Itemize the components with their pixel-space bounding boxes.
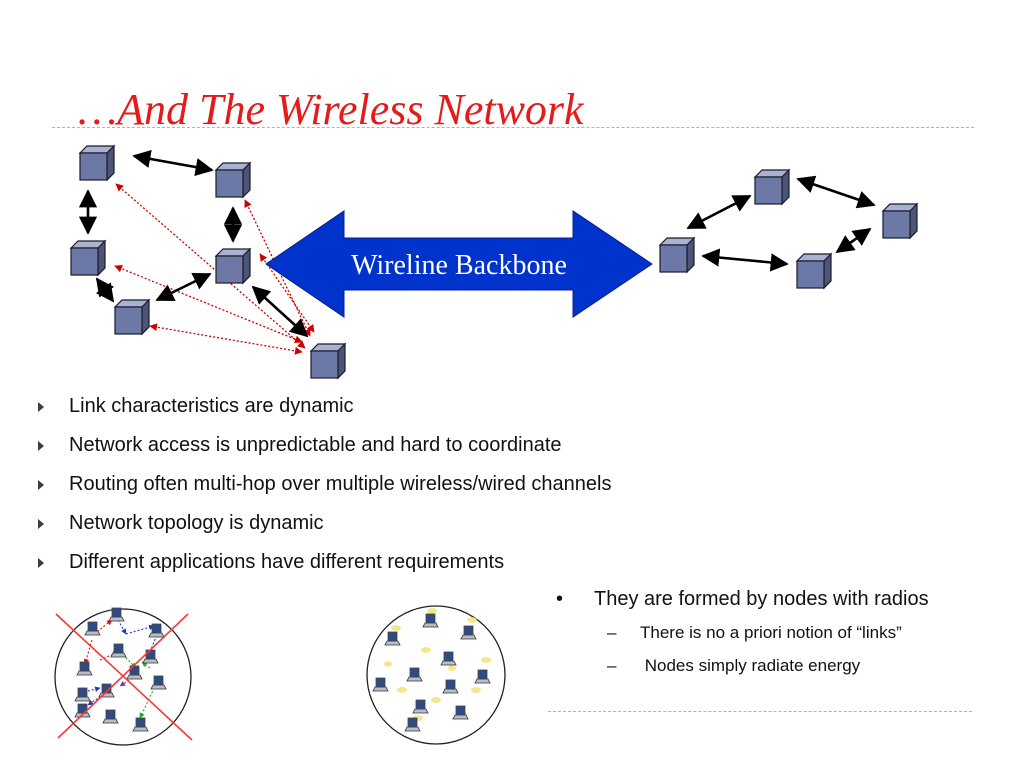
wired-link xyxy=(835,227,872,254)
wired-link xyxy=(686,194,752,230)
backbone-double-arrow xyxy=(265,210,653,318)
bullet-item: Different applications have different re… xyxy=(38,546,611,585)
node-cube xyxy=(659,237,695,273)
bullet-marker-icon xyxy=(38,558,44,568)
node-cube xyxy=(215,248,251,284)
bottom-divider xyxy=(548,711,972,712)
cross-out-line xyxy=(57,613,189,739)
bullet-marker-icon xyxy=(38,519,44,529)
bullet-item: Routing often multi-hop over multiple wi… xyxy=(38,468,611,507)
bullet-list: Link characteristics are dynamic Network… xyxy=(38,390,611,585)
slide-title: …And The Wireless Network xyxy=(78,85,584,134)
dash-marker: – xyxy=(607,623,617,642)
node-cube xyxy=(114,299,150,335)
node-cube xyxy=(882,203,918,239)
wired-link xyxy=(155,272,212,302)
title-divider xyxy=(52,127,974,128)
node-cube xyxy=(310,343,346,379)
links-network-illustration xyxy=(54,607,193,746)
bullet-item: Network topology is dynamic xyxy=(38,507,611,546)
node-cube xyxy=(754,169,790,205)
node-cube xyxy=(215,162,251,198)
bullet-item: Network access is unpredictable and hard… xyxy=(38,429,611,468)
bullet-marker-icon xyxy=(38,480,44,490)
wired-link xyxy=(132,149,214,177)
radiate-subnote: – Nodes simply radiate energy xyxy=(607,654,860,678)
node-cube xyxy=(70,240,106,276)
node-cube xyxy=(796,253,832,289)
wired-link xyxy=(251,285,309,338)
radio-nodes-note: •They are formed by nodes with radios xyxy=(556,585,929,613)
links-subnote: –There is no a priori notion of “links” xyxy=(607,621,902,645)
wired-links xyxy=(78,149,876,338)
bullet-marker-icon xyxy=(38,402,44,412)
cross-out-line xyxy=(55,613,193,741)
wireless-link xyxy=(149,323,303,355)
wireline-backbone: Wireline Backbone xyxy=(265,210,653,318)
bullet-marker-icon xyxy=(38,441,44,451)
bullet-dot: • xyxy=(556,588,564,610)
wired-link xyxy=(701,248,789,272)
wired-link xyxy=(796,175,876,209)
radio-energy-illustration xyxy=(366,605,506,745)
bullet-item: Link characteristics are dynamic xyxy=(38,390,611,429)
dash-marker: – xyxy=(607,656,617,675)
wired-link xyxy=(95,277,115,303)
backbone-label: Wireline Backbone xyxy=(351,250,567,281)
node-cube xyxy=(79,145,115,181)
